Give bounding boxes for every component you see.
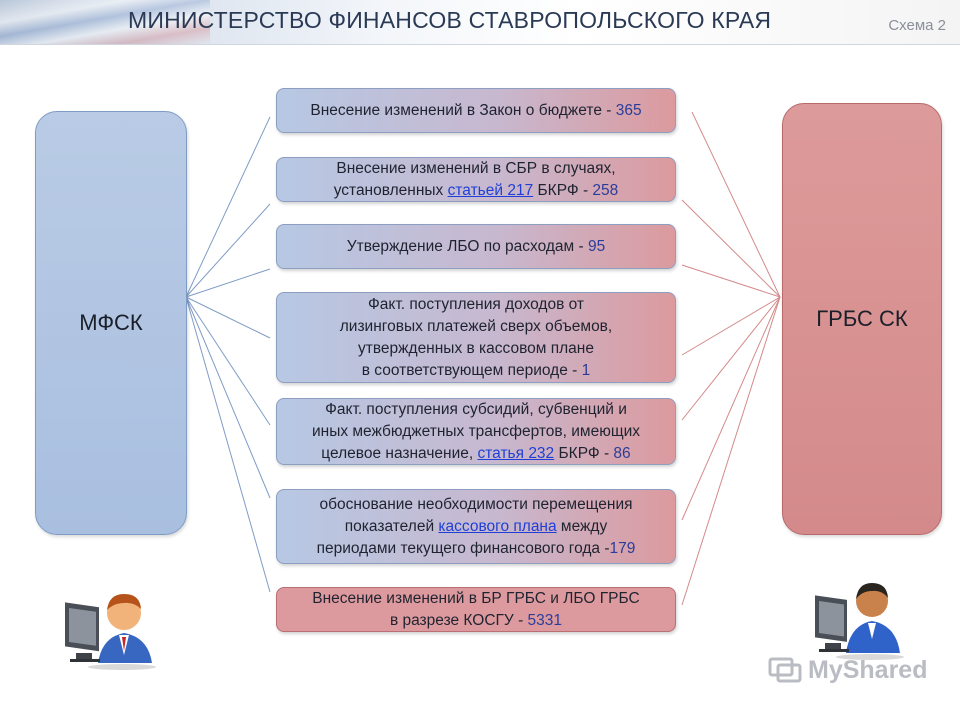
right-connector-2: [681, 199, 781, 298]
right-connector-5: [681, 296, 781, 421]
item-cash-plan: обоснование необходимости перемещения по…: [276, 489, 676, 564]
left-connector-4: [185, 296, 271, 339]
person-at-computer-icon: [815, 583, 904, 660]
grbs-label: ГРБС СК: [816, 306, 908, 331]
item-text: БКРФ -: [533, 181, 593, 199]
right-connector-4: [681, 296, 781, 356]
left-connector-2: [185, 203, 271, 298]
item-text: Внесение изменений в СБР в случаях,: [336, 159, 616, 177]
item-text: обоснование необходимости перемещения: [319, 495, 633, 513]
item-value: 5331: [527, 611, 563, 629]
right-connector-7: [681, 296, 781, 606]
item-text: иных межбюджетных трансфертов, имеющих: [311, 422, 640, 440]
flag-decoration: [0, 0, 210, 44]
item-text: в разрезе КОСГУ -: [389, 611, 528, 629]
item-value: 1: [581, 361, 591, 379]
item-text: Факт. поступления доходов от: [367, 295, 585, 313]
left-connector-7: [185, 296, 271, 593]
item-text: показателей: [344, 517, 439, 535]
header-bar: МИНИСТЕРСТВО ФИНАНСОВ СТАВРОПОЛЬСКОГО КР…: [0, 0, 960, 45]
left-connector-1: [185, 116, 271, 298]
scheme-label: Схема 2: [888, 17, 946, 34]
right-connector-6: [681, 296, 781, 521]
item-sbr-changes: Внесение изменений в СБР в случаях, уста…: [276, 157, 676, 202]
page-title: МИНИСТЕРСТВО ФИНАНСОВ СТАВРОПОЛЬСКОГО КР…: [128, 7, 772, 33]
item-text: Внесение изменений в БР ГРБС и ЛБО ГРБС: [312, 589, 640, 607]
item-value: 365: [615, 101, 642, 119]
item-text: в соответствующем периоде -: [361, 361, 582, 379]
item-text: утвержденных в кассовом плане: [358, 339, 594, 357]
item-text: Факт. поступления субсидий, субвенций и: [325, 400, 627, 418]
article-217-link[interactable]: статьей 217: [447, 181, 534, 199]
item-value: 86: [613, 444, 631, 462]
item-text: Внесение изменений в Закон о бюджете -: [310, 101, 616, 119]
mfsk-box: МФСК: [35, 111, 187, 535]
item-text: Утверждение ЛБО по расходам -: [346, 237, 588, 255]
item-text: лизинговых платежей сверх объемов,: [339, 317, 613, 335]
item-value: 258: [592, 181, 619, 199]
item-lbo-approval: Утверждение ЛБО по расходам - 95: [276, 224, 676, 269]
left-connector-3: [185, 268, 271, 298]
item-text: установленных: [333, 181, 448, 199]
mfsk-label: МФСК: [79, 310, 143, 335]
item-subsidies: Факт. поступления субсидий, субвенций и …: [276, 398, 676, 465]
item-value: 95: [587, 237, 606, 255]
myshared-watermark: MyShared: [768, 655, 927, 685]
item-text: между: [556, 517, 608, 535]
item-leasing-income: Факт. поступления доходов от лизинговых …: [276, 292, 676, 383]
myshared-logo-icon: [768, 657, 802, 683]
item-budget-law-changes: Внесение изменений в Закон о бюджете - 3…: [276, 88, 676, 133]
person-at-computer-icon: [65, 594, 156, 670]
left-connector-6: [185, 296, 271, 499]
article-232-link[interactable]: статья 232: [477, 444, 555, 462]
item-text: целевое назначение,: [321, 444, 478, 462]
right-connector-1: [691, 111, 781, 298]
item-text: БКРФ -: [554, 444, 614, 462]
watermark-text: MyShared: [808, 655, 928, 684]
right-connector-3: [681, 264, 781, 298]
item-br-grbs-changes: Внесение изменений в БР ГРБС и ЛБО ГРБС …: [276, 587, 676, 632]
grbs-box: ГРБС СК: [782, 103, 942, 535]
left-connector-5: [185, 296, 271, 426]
item-text: периодами текущего финансового года -: [316, 539, 610, 557]
cash-plan-link[interactable]: кассового плана: [438, 517, 557, 535]
item-value: 179: [609, 539, 636, 557]
